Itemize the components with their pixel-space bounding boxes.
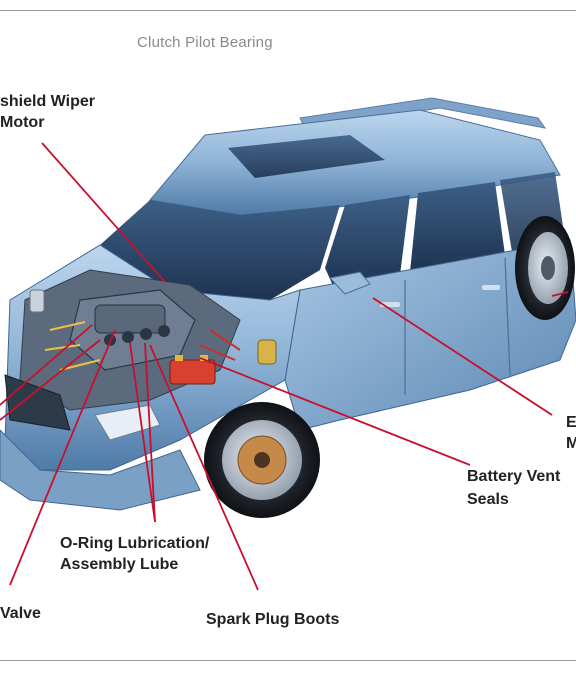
fluid-reservoir: [29, 289, 45, 313]
top-border: [0, 10, 576, 11]
callout-battery-line1: Battery Vent: [467, 468, 561, 485]
leader-e: [372, 297, 553, 416]
callout-wiper-line2: Motor: [0, 114, 45, 131]
bottom-border: [0, 660, 576, 661]
leader-oring-2: [144, 342, 156, 523]
callout-right-line1: E: [566, 414, 576, 431]
side-window-front: [325, 195, 410, 290]
header-label: Clutch Pilot Bearing: [137, 34, 273, 51]
callout-valve: Valve: [0, 605, 41, 622]
leader-valve: [9, 329, 116, 586]
side-mirror: [329, 271, 371, 295]
side-window-rear: [410, 182, 505, 272]
callout-battery-line2: Seals: [467, 491, 509, 508]
leader-left-1: [0, 324, 93, 406]
leader-left-2: [0, 339, 101, 421]
leader-spark: [149, 344, 259, 591]
leader-lines: [0, 142, 569, 591]
callout-wiper-line1: shield Wiper: [0, 93, 95, 110]
intake-manifold: [94, 304, 166, 334]
callout-oring-line2: Assembly Lube: [60, 556, 179, 573]
boot-part: [257, 339, 277, 365]
leader-wiper: [41, 142, 166, 283]
front-grille: [4, 374, 71, 431]
sunroof: [228, 135, 385, 178]
leader-oring-1: [129, 342, 156, 523]
callout-right-line2: M: [566, 435, 576, 452]
headlight: [94, 404, 161, 441]
battery: [169, 359, 216, 385]
leader-battery: [199, 357, 471, 466]
callout-oring-line1: O-Ring Lubrication/: [60, 535, 210, 552]
leader-right: [551, 291, 569, 297]
callout-spark-plug-boots: Spark Plug Boots: [206, 611, 340, 628]
